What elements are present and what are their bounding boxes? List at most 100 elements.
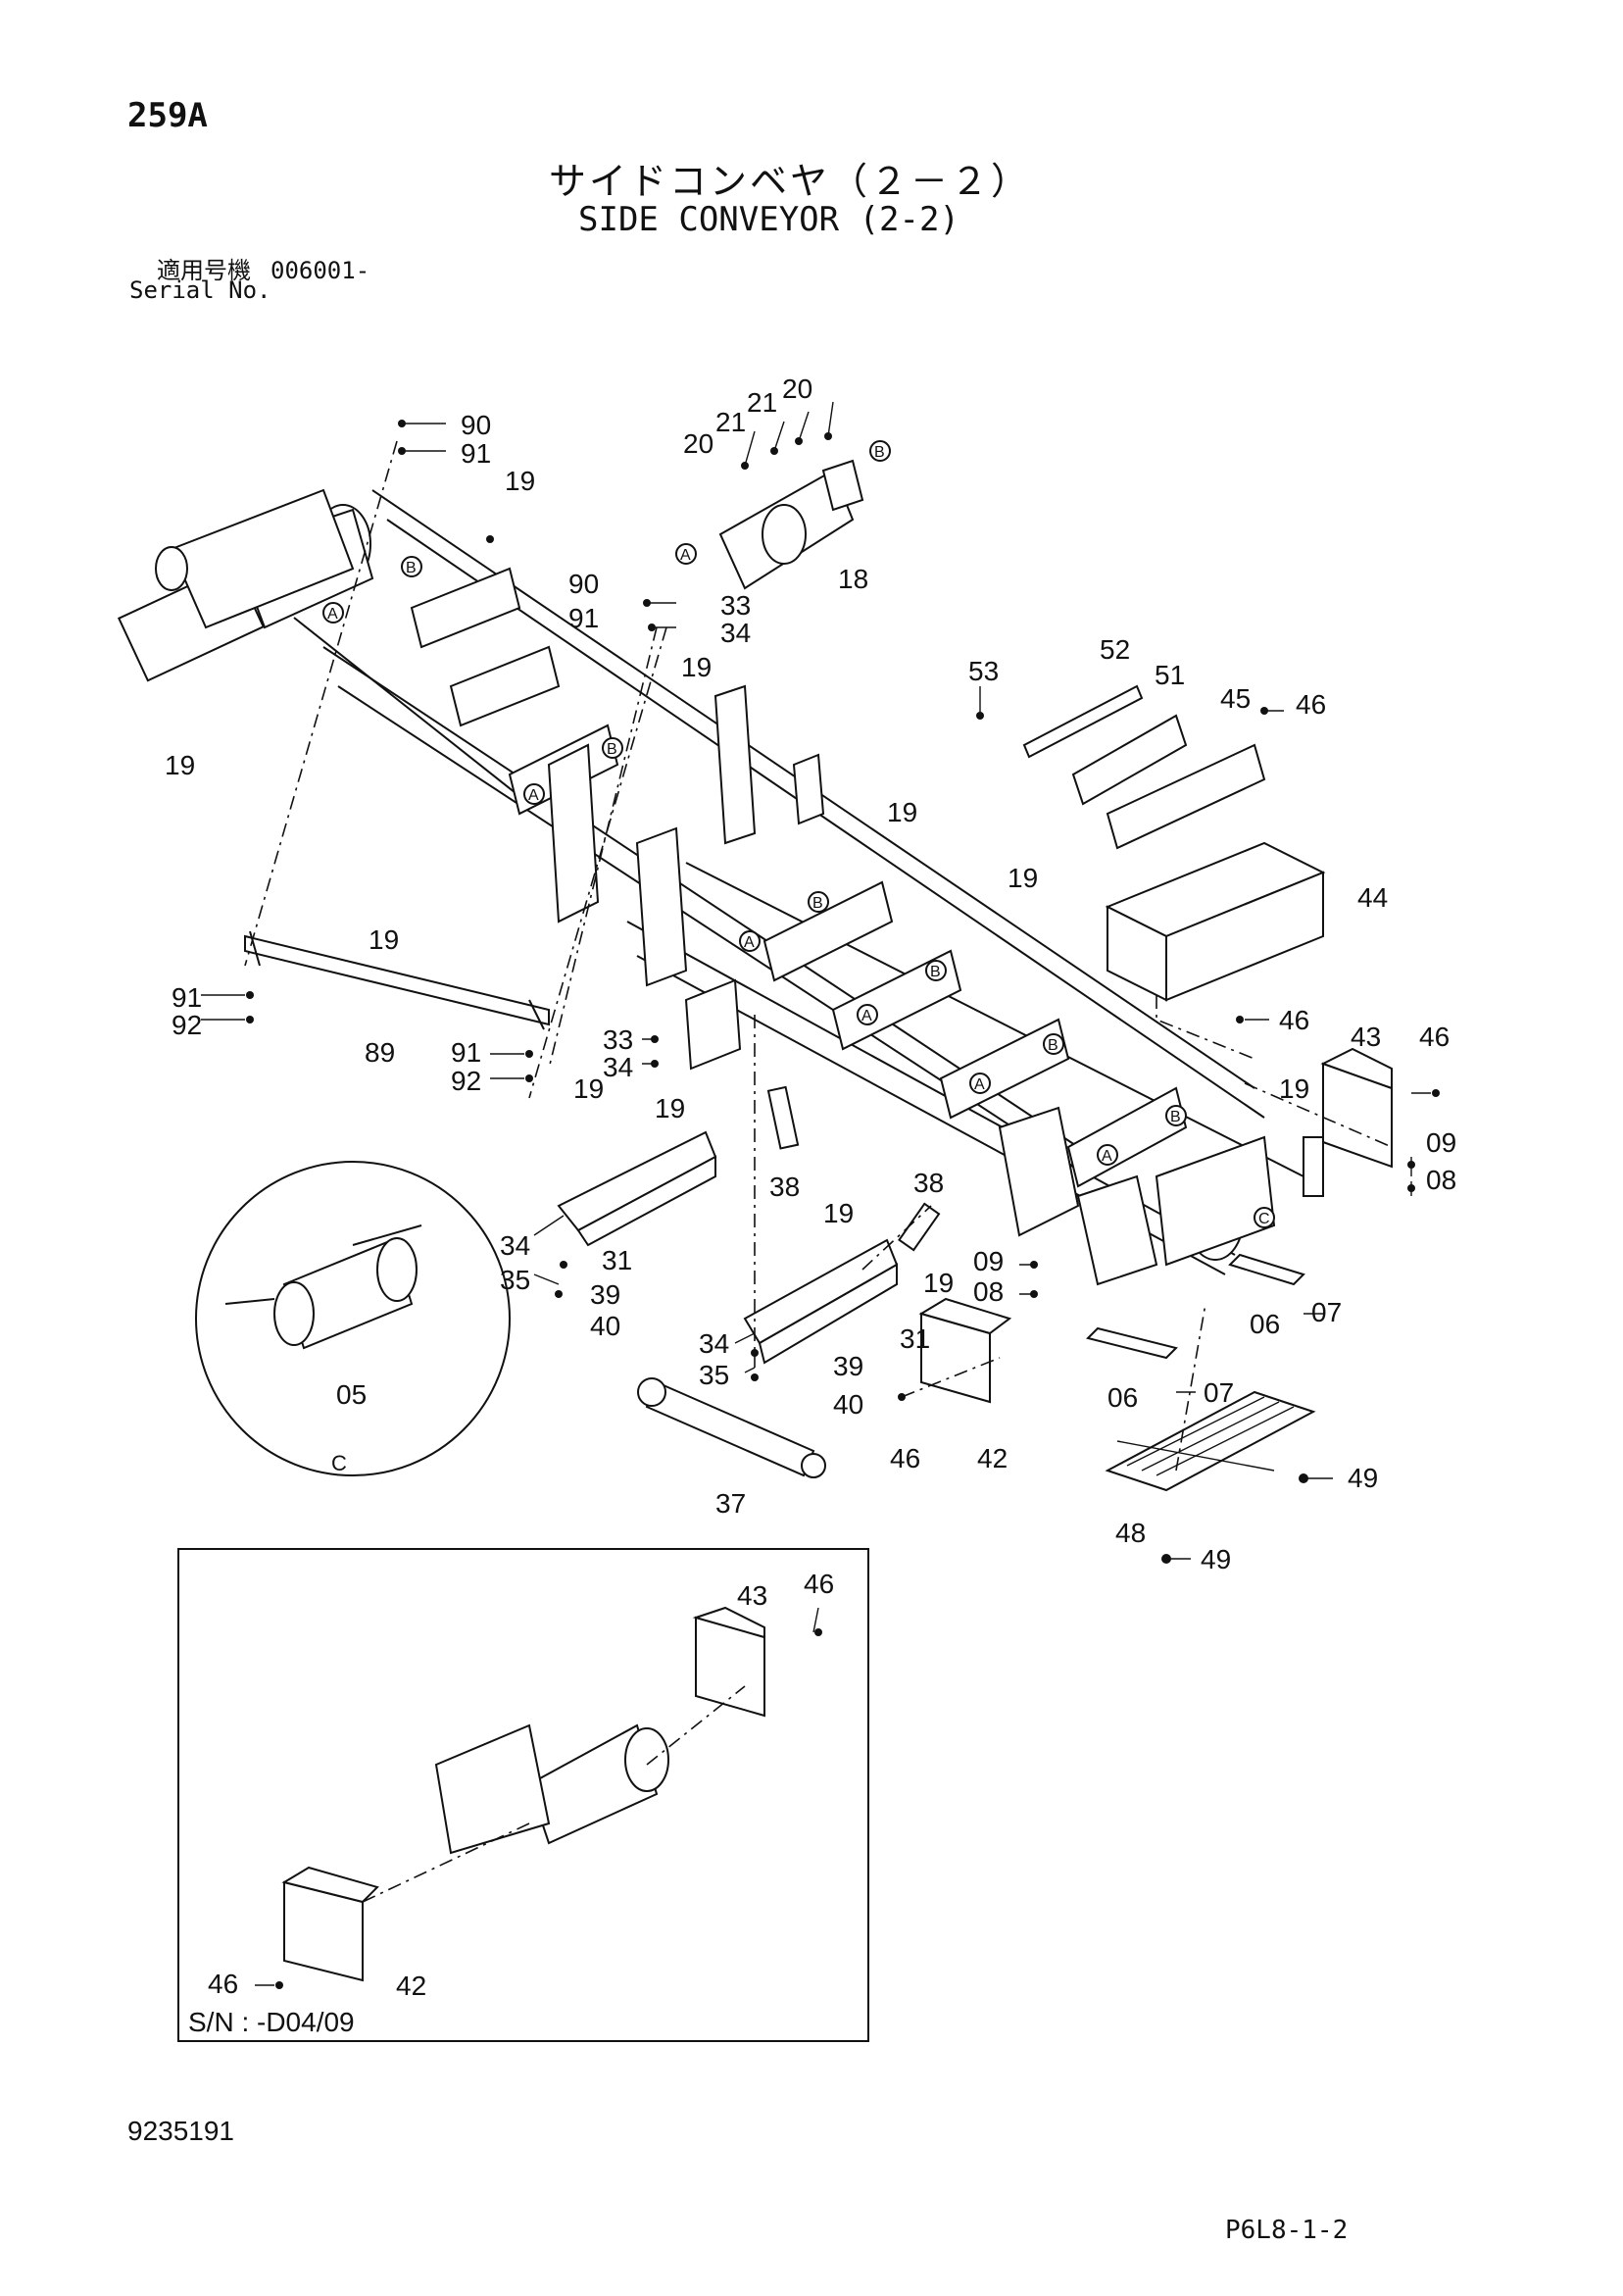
part-label: 37 xyxy=(715,1488,746,1519)
part-label: 91 xyxy=(461,438,491,469)
part-label: 06 xyxy=(1250,1309,1280,1339)
part-label: 92 xyxy=(172,1010,202,1040)
part-label: 49 xyxy=(1201,1544,1231,1574)
part-label: 19 xyxy=(681,652,712,682)
part-label: 09 xyxy=(973,1246,1004,1276)
part-label: 90 xyxy=(568,569,599,599)
part-label: 09 xyxy=(1426,1127,1456,1158)
part-51-plate xyxy=(1071,714,1188,806)
part-label: 43 xyxy=(1351,1022,1381,1052)
part-label: 46 xyxy=(1419,1022,1450,1052)
svg-text:B: B xyxy=(1048,1037,1058,1054)
inset-old-serial xyxy=(177,1548,869,2042)
serial-label-en: Serial No. xyxy=(129,276,271,304)
serial-label-jp: 適用号機 xyxy=(157,257,251,284)
part-label: 34 xyxy=(603,1052,633,1082)
page-code: P6L8-1-2 xyxy=(1225,2216,1349,2245)
part-label: 19 xyxy=(1279,1073,1309,1104)
svg-text:A: A xyxy=(528,787,539,804)
part-label: 19 xyxy=(655,1093,685,1123)
part-label: 51 xyxy=(1155,660,1185,690)
svg-text:A: A xyxy=(974,1076,985,1093)
part-label: 33 xyxy=(720,590,751,621)
part-label: 92 xyxy=(451,1066,481,1096)
part-label: 42 xyxy=(977,1443,1008,1473)
part-label: 89 xyxy=(365,1037,395,1068)
reference-callouts: B A B A B A B A B A B A B A C xyxy=(322,440,1275,1228)
part-label: 21 xyxy=(715,407,746,437)
part-label: 08 xyxy=(973,1276,1004,1307)
part-label: 19 xyxy=(823,1198,854,1228)
part-label: 46 xyxy=(1296,689,1326,720)
fastener-dots xyxy=(246,420,1440,1989)
part-label: 19 xyxy=(1008,863,1038,893)
part-label: 31 xyxy=(602,1245,632,1275)
part-label: 43 xyxy=(737,1580,767,1611)
serial-value: 006001- xyxy=(270,257,370,284)
part-label: 53 xyxy=(968,656,999,686)
part-label: 07 xyxy=(1204,1377,1234,1408)
part-06-plate-lower xyxy=(1086,1326,1178,1360)
part-label: 35 xyxy=(699,1360,729,1390)
part-number-labels: 90 91 19 20 21 21 20 18 90 91 33 34 19 1… xyxy=(165,374,1456,2001)
part-label: 44 xyxy=(1357,882,1388,913)
title-english: SIDE CONVEYOR (2-2) xyxy=(578,200,959,239)
part-06-plate-upper xyxy=(1228,1253,1305,1286)
part-45-plate xyxy=(1106,743,1266,850)
part-label: 52 xyxy=(1100,634,1130,665)
serial-applicable: 適用号機 006001- xyxy=(157,251,369,285)
part-label: 46 xyxy=(890,1443,920,1473)
part-label: 19 xyxy=(887,797,917,827)
svg-text:A: A xyxy=(1102,1148,1112,1165)
part-label: 19 xyxy=(369,924,399,955)
part-38-pin-right xyxy=(898,1202,941,1252)
part-label: 20 xyxy=(782,374,812,404)
svg-text:C: C xyxy=(1258,1211,1270,1227)
detail-c-circle xyxy=(195,1161,511,1476)
part-label: 20 xyxy=(683,428,713,459)
part-label: 19 xyxy=(505,466,535,496)
svg-text:A: A xyxy=(861,1008,872,1024)
svg-text:B: B xyxy=(874,444,885,461)
part-label: 19 xyxy=(165,750,195,780)
part-label: 38 xyxy=(769,1172,800,1202)
part-label: 90 xyxy=(461,410,491,440)
part-label: 39 xyxy=(833,1351,863,1381)
svg-text:A: A xyxy=(744,934,755,951)
svg-text:B: B xyxy=(607,741,617,758)
part-label: 40 xyxy=(590,1311,620,1341)
page-number: 259A xyxy=(127,96,208,135)
inset-serial-note: S/N : -D04/09 xyxy=(188,2007,355,2037)
part-label: 48 xyxy=(1115,1518,1146,1548)
part-label: 45 xyxy=(1220,683,1251,714)
part-37-cylinder xyxy=(637,1377,826,1478)
part-label: 91 xyxy=(451,1037,481,1068)
part-label: 46 xyxy=(1279,1005,1309,1035)
part-label: 08 xyxy=(1426,1165,1456,1195)
svg-text:B: B xyxy=(406,560,417,576)
leader-lines xyxy=(201,401,1431,1986)
detail-c-view-label: C xyxy=(331,1451,347,1475)
part-label: 07 xyxy=(1311,1297,1342,1327)
part-38-pin-left xyxy=(766,1085,800,1150)
part-label: 31 xyxy=(900,1323,930,1354)
part-label: 33 xyxy=(603,1024,633,1055)
part-48-grating xyxy=(1105,1390,1316,1492)
part-label: 21 xyxy=(747,387,777,418)
part-label: 34 xyxy=(500,1230,530,1261)
part-label: 46 xyxy=(804,1569,834,1599)
svg-text:A: A xyxy=(327,606,338,623)
document-number: 9235191 xyxy=(127,2116,235,2146)
part-label: 06 xyxy=(1107,1382,1138,1413)
part-label: 34 xyxy=(720,618,751,648)
part-label: 35 xyxy=(500,1265,530,1295)
part-52-plate xyxy=(1022,684,1144,759)
part-18-idler xyxy=(718,459,864,590)
part-label: 91 xyxy=(172,982,202,1013)
part-label: 38 xyxy=(913,1168,944,1198)
part-label: 40 xyxy=(833,1389,863,1420)
svg-text:B: B xyxy=(1170,1109,1181,1125)
title-japanese: サイドコンベヤ（２－２） xyxy=(549,160,1032,203)
part-label: 19 xyxy=(573,1073,604,1104)
part-label: 91 xyxy=(568,603,599,633)
